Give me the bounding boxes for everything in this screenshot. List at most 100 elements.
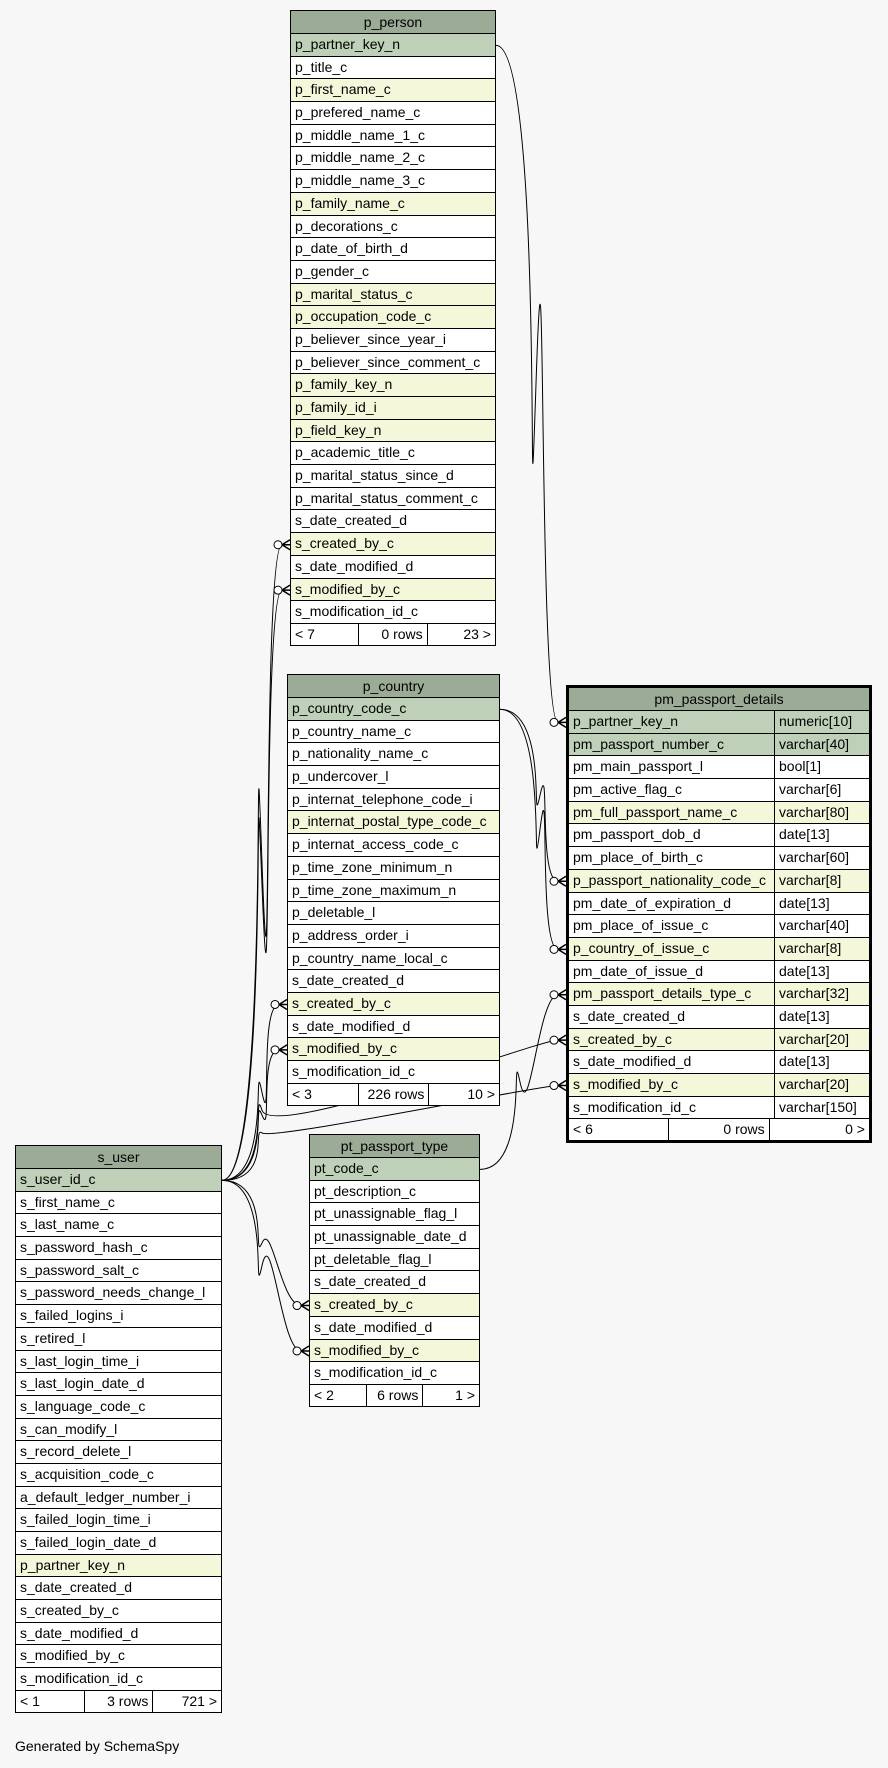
column-row[interactable]: s_date_created_d <box>310 1271 479 1295</box>
column-row[interactable]: p_family_name_c <box>291 192 495 216</box>
column-row[interactable]: p_believer_since_comment_c <box>291 351 495 375</box>
column-row[interactable]: p_undercover_l <box>288 766 499 789</box>
column-row[interactable]: p_nationality_name_c <box>288 743 499 767</box>
table-title[interactable]: pm_passport_details <box>569 688 869 711</box>
column-row[interactable]: s_modification_id_c <box>288 1061 499 1084</box>
column-row[interactable]: s_can_modify_l <box>16 1418 221 1442</box>
column-row[interactable]: s_date_created_d <box>16 1577 221 1601</box>
column-row[interactable]: s_last_login_date_d <box>16 1373 221 1396</box>
column-row[interactable]: s_user_id_c <box>16 1169 221 1192</box>
children-link[interactable]: 23 > <box>426 623 495 645</box>
column-row[interactable]: s_modified_by_c <box>16 1645 221 1669</box>
column-row[interactable]: s_date_created_d <box>288 970 499 993</box>
column-row[interactable]: s_date_modified_d <box>16 1622 221 1646</box>
column-row[interactable]: p_believer_since_year_i <box>291 328 495 352</box>
column-row[interactable]: p_marital_status_c <box>291 283 495 307</box>
column-row[interactable]: p_middle_name_1_c <box>291 124 495 148</box>
column-row[interactable]: p_title_c <box>291 56 495 80</box>
column-row[interactable]: p_marital_status_since_d <box>291 465 495 488</box>
column-row[interactable]: s_acquisition_code_c <box>16 1463 221 1487</box>
column-row[interactable]: s_created_by_c <box>310 1294 479 1317</box>
children-link[interactable]: 1 > <box>422 1384 479 1406</box>
column-row[interactable]: p_academic_title_c <box>291 442 495 466</box>
column-row[interactable]: p_marital_status_comment_c <box>291 487 495 511</box>
column-row[interactable]: s_failed_login_time_i <box>16 1509 221 1532</box>
column-row[interactable]: p_first_name_c <box>291 79 495 103</box>
column-row[interactable]: p_prefered_name_c <box>291 102 495 125</box>
children-link[interactable]: 0 > <box>768 1119 869 1141</box>
column-row[interactable]: p_partner_key_n <box>16 1554 221 1578</box>
column-row[interactable]: pt_code_c <box>310 1158 479 1181</box>
column-row[interactable]: s_password_hash_c <box>16 1237 221 1260</box>
column-row[interactable]: s_modified_by_c <box>310 1339 479 1363</box>
column-row[interactable]: a_default_ledger_number_i <box>16 1486 221 1510</box>
column-row[interactable]: s_password_needs_change_l <box>16 1282 221 1306</box>
column-row[interactable]: s_date_modified_d <box>291 555 495 579</box>
column-row[interactable]: p_gender_c <box>291 260 495 284</box>
column-row[interactable]: s_last_login_time_i <box>16 1350 221 1374</box>
column-row[interactable]: s_record_delete_l <box>16 1441 221 1464</box>
column-row[interactable]: p_time_zone_maximum_n <box>288 879 499 903</box>
parents-link[interactable]: < 3 <box>292 1085 312 1102</box>
column-row[interactable]: pt_description_c <box>310 1180 479 1204</box>
column-row[interactable]: p_internat_postal_type_code_c <box>288 811 499 835</box>
column-row[interactable]: s_password_salt_c <box>16 1259 221 1283</box>
table-title[interactable]: p_country <box>288 675 499 698</box>
column-row[interactable]: p_internat_access_code_c <box>288 834 499 857</box>
parents-link[interactable]: < 7 <box>295 625 315 642</box>
children-link[interactable]: 10 > <box>428 1083 499 1105</box>
table-title[interactable]: s_user <box>16 1146 221 1169</box>
column-row[interactable]: p_middle_name_3_c <box>291 170 495 193</box>
column-row[interactable]: s_last_name_c <box>16 1214 221 1238</box>
column-row[interactable]: p_family_key_n <box>291 374 495 397</box>
column-row[interactable]: s_language_code_c <box>16 1395 221 1419</box>
column-row[interactable]: pt_unassignable_date_d <box>310 1226 479 1249</box>
parents-link[interactable]: < 2 <box>314 1386 334 1403</box>
column-row[interactable]: s_first_name_c <box>16 1191 221 1215</box>
column-row[interactable]: s_retired_l <box>16 1327 221 1351</box>
column-row[interactable]: p_address_order_i <box>288 924 499 948</box>
table-title[interactable]: p_person <box>291 11 495 34</box>
column-row[interactable]: p_decorations_c <box>291 215 495 239</box>
column-row[interactable]: s_date_created_d <box>291 510 495 534</box>
column-row[interactable]: p_middle_name_2_c <box>291 147 495 171</box>
parents-link[interactable]: < 1 <box>20 1692 40 1709</box>
column-row[interactable]: s_created_by_c <box>288 992 499 1016</box>
column-row[interactable]: p_country_name_c <box>288 720 499 744</box>
children-link[interactable]: 721 > <box>152 1690 221 1712</box>
parents-link[interactable]: < 6 <box>573 1121 593 1138</box>
column-row[interactable]: s_modification_id_c <box>291 601 495 624</box>
column-row[interactable]: p_deletable_l <box>288 902 499 925</box>
column-row[interactable]: p_field_key_n <box>291 419 495 443</box>
column-row[interactable]: s_modification_id_c <box>310 1362 479 1385</box>
column-row[interactable]: p_country_code_c <box>288 698 499 721</box>
column-row[interactable]: s_modification_id_c <box>16 1668 221 1691</box>
column-row[interactable]: s_date_modified_d <box>310 1316 479 1340</box>
column-row[interactable]: s_modified_by_c <box>291 578 495 602</box>
column-row[interactable]: s_modified_by_c <box>288 1038 499 1061</box>
column-row[interactable]: pt_unassignable_flag_l <box>310 1203 479 1227</box>
column-row[interactable]: s_failed_login_date_d <box>16 1532 221 1555</box>
column-row[interactable]: p_date_of_birth_d <box>291 238 495 261</box>
column-row[interactable]: s_date_modified_d <box>288 1015 499 1039</box>
column-row[interactable]: p_internat_telephone_code_i <box>288 788 499 812</box>
